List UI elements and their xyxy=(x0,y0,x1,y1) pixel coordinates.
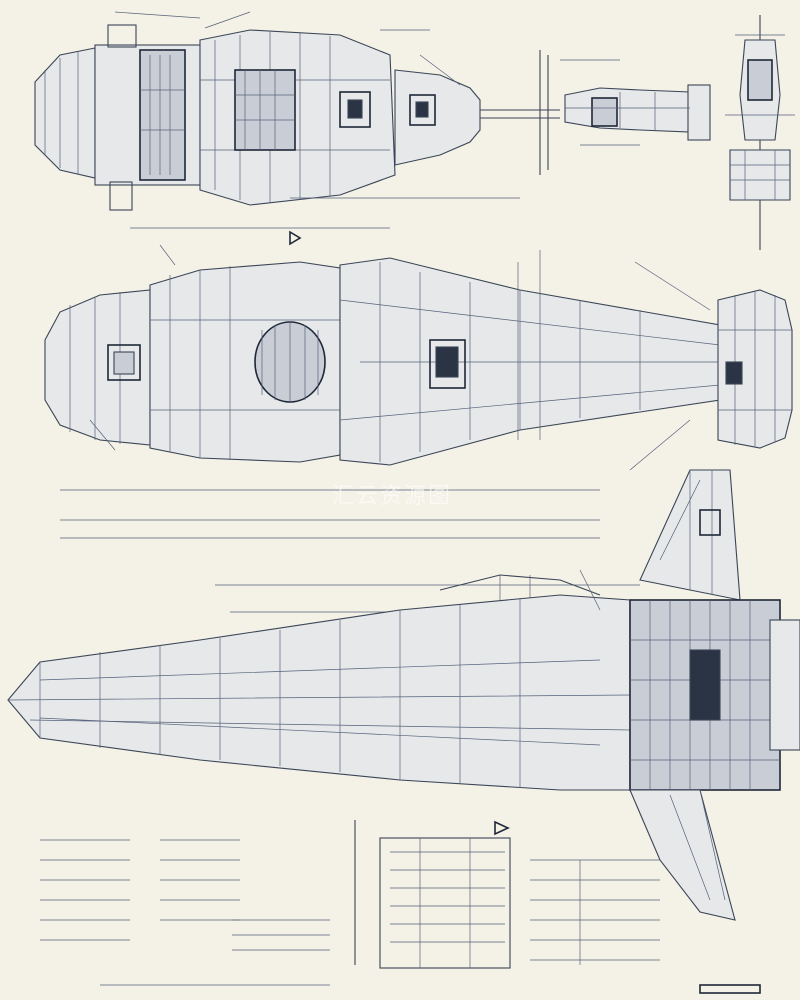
ship-perspective-bottom xyxy=(7,469,800,921)
ship-side-view-middle xyxy=(44,244,793,471)
spec-panels xyxy=(40,230,761,994)
ship-side-view-top xyxy=(34,11,560,211)
watermark-text: 汇云资源图 xyxy=(332,484,453,509)
ship-small-side-view xyxy=(539,50,711,175)
ship-front-view xyxy=(725,15,795,250)
